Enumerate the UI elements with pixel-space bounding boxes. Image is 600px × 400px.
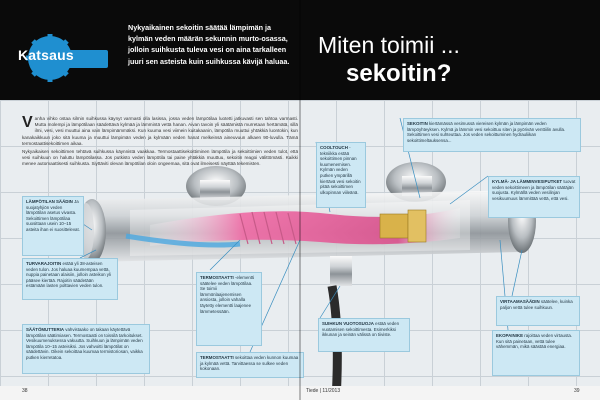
callout-virtaamasaadin-title: VIRTAAMASÄÄDIN [500,299,540,304]
callout-saatomutteri: SÄÄTÖMUTTERIA vahvistaako on takaan käyt… [22,324,150,374]
callout-termostaatti-title: TERMOSTAATTI [200,355,234,360]
magazine-issue: Tiede | 11/2013 [306,388,341,394]
callout-turvarajoitin: TURVARAJOITIN estää yli 38-asteisen vede… [22,258,118,300]
title-line-2: sekoitin? [346,60,452,87]
callout-ekopainike-text: rajoittaa veden virtausta. Kun sitä pain… [496,333,573,350]
page-number-left: 38 [22,388,28,394]
callout-sekoitin: SEKOITIN kiertämässä vesimussä viereisen… [403,118,581,152]
callout-suihkun-vuotosuoja-text: estää veden vuotamisen sekoittimesta. Es… [322,321,400,338]
callout-saatomutteri-text: vahvistaako on takaan käytettävä lämpöti… [26,327,143,360]
callout-termostaatti-elementti-title: TERMOSTAATTI [200,275,234,280]
callout-cooltouch-title: COOLTOUCH [320,145,348,150]
callout-sekoitin-title: SEKOITIN [407,121,428,126]
callout-lampotila-text: Ja suojatyhjiön veden lämpötilan asetus … [26,199,80,232]
cold-water-flow [125,233,241,248]
katsaus-badge [26,34,108,82]
callout-turvarajoitin-title: TURVARAJOITIN [26,261,62,266]
callout-termostaatti-text: sekoittaa veden kunnon kuumaa ja kylmää … [200,355,299,372]
callout-kylma-lammin-text: tuovat veden sekoittimeen ja lämpötilan … [492,179,576,201]
page-gutter [299,0,301,400]
outlet [330,256,352,286]
paragraph-2: Nykyaikaisen sekoittimen tehtävä suihkus… [22,149,298,167]
paragraph-1-text: anha vihko ostaa silmin suihkussa käynyt… [22,116,298,146]
callout-kylma-lammin-title: KYLMÄ- JA LÄMMINVESIPUTKET [492,179,563,184]
callout-turvarajoitin-text: estää yli 38-asteisen veden tulon. Jos h… [26,261,111,289]
callout-termostaatti-elementti: TERMOSTAATTI -elementti säätelee veden l… [196,272,262,346]
callout-sekoitin-text: kiertämässä vesimussä viereisen kylmän j… [407,121,566,143]
callout-lampotila-title: LÄMPÖTILAN SÄÄDIN [26,199,73,204]
spring-coils [239,211,297,245]
callout-virtaamasaadin: VIRTAAMASÄÄDIN säätelee, kuinka paljon v… [496,296,580,326]
callout-kylma-lammin: KYLMÄ- JA LÄMMINVESIPUTKET tuovat veden … [488,176,580,218]
katsaus-label: Katsaus [18,47,74,63]
callout-saatomutteri-title: SÄÄTÖMUTTERIA [26,327,65,332]
page-number-right: 39 [574,388,580,394]
callout-virtaamasaadin-text: säätelee, kuinka paljon vettä tulee suih… [500,299,573,310]
callout-lampotila: LÄMPÖTILAN SÄÄDIN Ja suojatyhjiön veden … [22,196,84,256]
callout-ekopainike: EKOPAINIKE rajoittaa veden virtausta. Ku… [492,330,580,376]
callout-suihkun-vuotosuoja-title: SUIHKUN VUOTOSUOJA [322,321,374,326]
callout-cooltouch: COOLTOUCH -tekniikka estää sekoittimen p… [316,142,366,208]
callout-cooltouch-text: -tekniikka estää sekoittimen pinnan kuum… [320,145,361,195]
dropcap: V [22,114,33,131]
title-line-1: Miten toimii ... [318,32,460,58]
callout-termostaatti: TERMOSTAATTI sekoittaa veden kunnon kuum… [196,352,304,378]
callout-suihkun-vuotosuoja: SUIHKUN VUOTOSUOJA estää veden vuotamise… [318,318,410,352]
callout-termostaatti-elementti-text: -elementti säätelee veden lämpötilaa. Se… [200,275,255,314]
intro-text: Nykyaikainen sekoitin säätää lämpimän ja… [128,23,290,66]
callout-ekopainike-title: EKOPAINIKE [496,333,523,338]
footer-strip [0,386,600,400]
thermostat-cartridge [379,213,409,239]
